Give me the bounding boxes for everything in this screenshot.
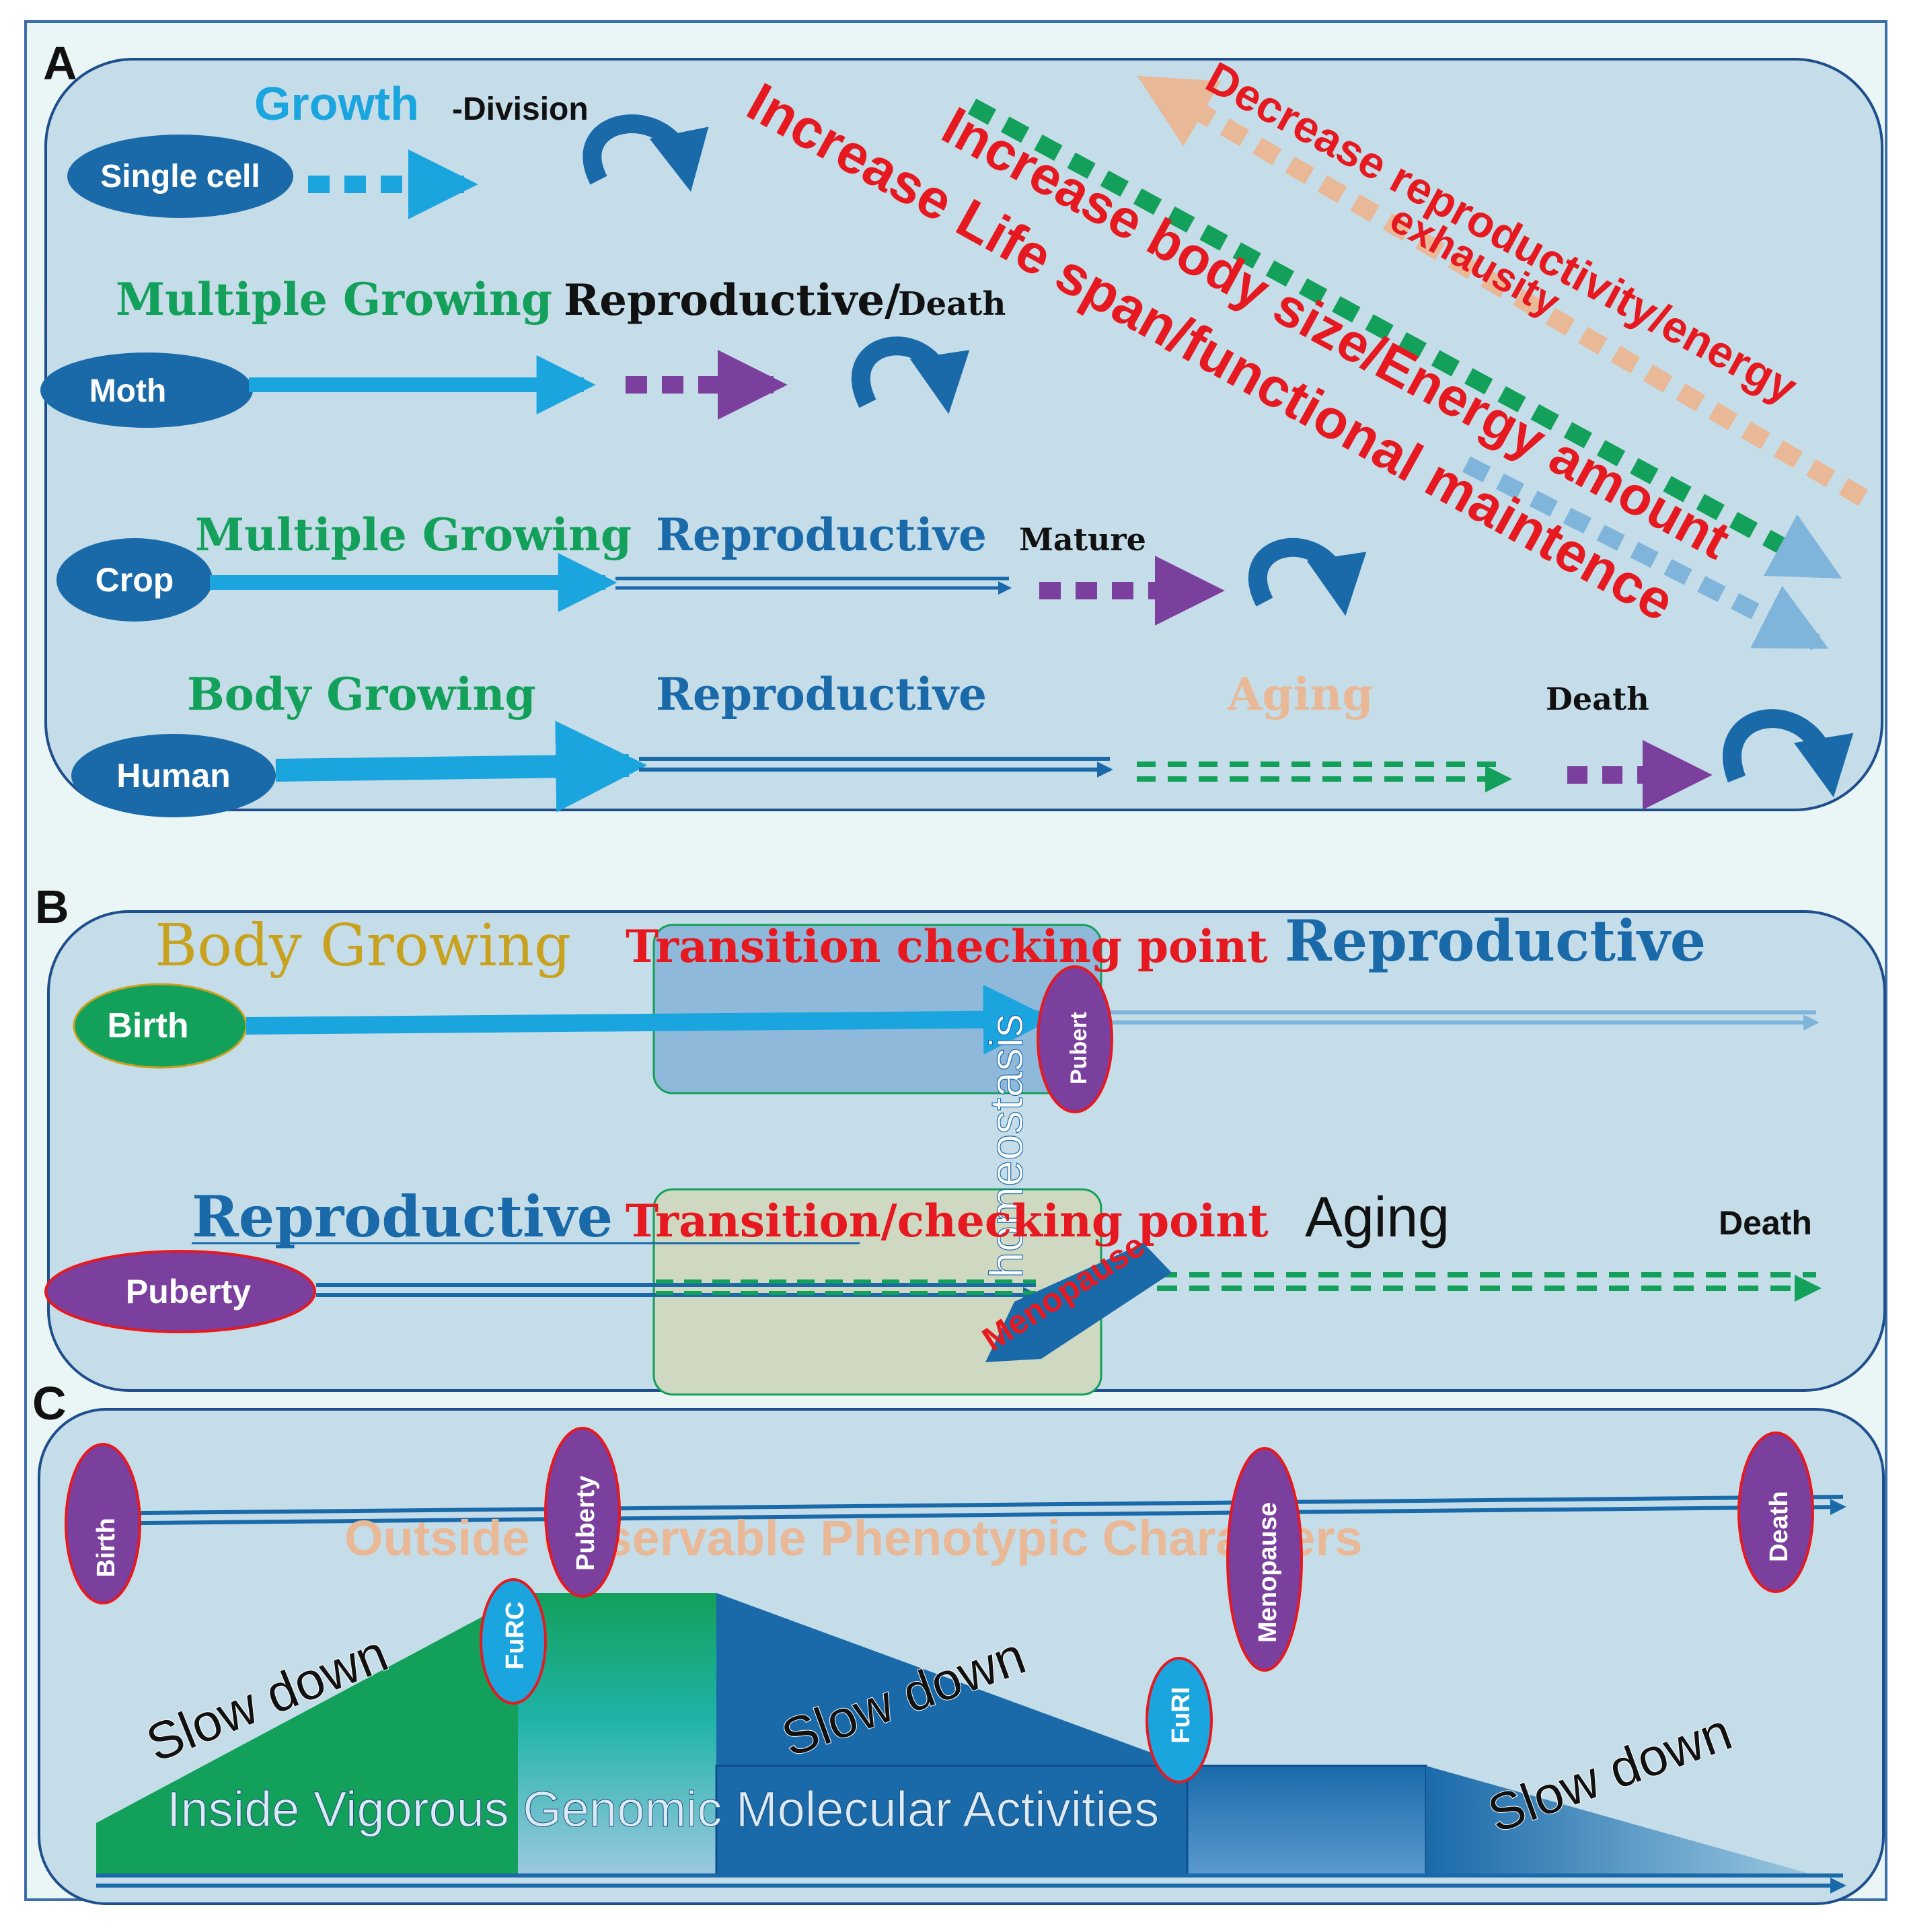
top-axis-arrow [73,1499,1846,1526]
moth-node [40,352,253,428]
human-growth-arrow [275,720,648,813]
furc-node [480,1578,547,1705]
single-cell-label: Single cell [100,159,260,194]
top-axis-line-top [73,1495,1844,1516]
puberty-c-label: Puberty [572,1476,600,1571]
panel-a: A Growth -Division Single cell Multiple … [40,37,1883,817]
pubert-label: Pubert [1066,1012,1092,1084]
menopause-arrow-shape [985,1243,1172,1362]
death-label: Death [1546,681,1649,717]
body-growing-b-label: Body Growing [155,912,571,979]
panel-a-label: A [43,37,77,89]
transition-label-2: Transition/checking point [626,1195,1269,1247]
crop-node [57,538,213,622]
crop-label: Crop [96,561,174,599]
menopause-c-label: Menopause [1254,1502,1282,1643]
single-cell-node [67,135,293,218]
aging-decline-shape [1426,1766,1816,1875]
growth-label: Growth [254,77,419,130]
puberty-node [44,1250,316,1333]
birth-label: Birth [107,1006,188,1045]
panel-b-label: B [35,881,69,933]
birth-c-node [65,1443,141,1604]
furc-label: FuRC [501,1602,529,1670]
mature-label: Mature [1019,521,1146,558]
aging-b-label: Aging [1305,1185,1450,1249]
crop-death-curl-icon [1248,537,1367,616]
human-label: Human [116,757,230,794]
multiple-growing-label-2: Multiple Growing [195,509,632,561]
division-label: -Division [452,91,589,127]
birth-c-label: Birth [92,1518,120,1577]
reproductive-b-label-2: Reproductive [192,1183,613,1250]
puberty-label: Puberty [126,1273,251,1310]
transition-label-1: Transition checking point [626,920,1268,973]
death-c-label: Death [1765,1491,1793,1562]
death-small-label: Death [898,285,1006,323]
reproductive-death-label: Reproductive/ [564,275,901,326]
menopause-c-node [1226,1447,1303,1672]
furi-label: FuRI [1167,1687,1195,1744]
birth-growth-arrow [246,984,1053,1055]
body-growing-label: Body Growing [187,668,535,720]
furi-node [1146,1657,1213,1783]
panel-b: B Body Growing Transition checking point… [35,881,1886,1396]
growth-phase-shape [96,1598,518,1875]
aging-label: Aging [1227,668,1374,720]
moth-label: Moth [89,373,167,409]
panel-c: C Outside observable Phenotypic Characte… [32,1377,1885,1905]
reproductive-crop-label: Reproductive [656,509,987,561]
division-curl-icon [583,114,709,192]
multiple-growing-label-1: Multiple Growing [116,273,552,326]
pubert-node [1037,965,1113,1113]
death-b-label: Death [1719,1204,1812,1242]
homeostasis-label: homeostasis [980,1014,1033,1278]
inside-genomic-label: Inside Vigorous Genomic Molecular Activi… [167,1781,1159,1837]
reproductive-b-label-1: Reproductive [1285,907,1706,974]
panel-c-label: C [32,1377,67,1429]
human-death-curl-icon [1723,709,1854,798]
outside-phenotypic-label: Outside observable Phenotypic Characters [344,1510,1362,1566]
decrease-trend-arrow [1137,75,1869,507]
body-size-trend-arrow [967,98,1842,580]
death-c-node [1737,1432,1814,1593]
reproductive-base-block [715,1764,1189,1877]
menopause-block [1186,1764,1427,1877]
lifespan-trend-arrow [1462,456,1829,651]
puberty-phase-shape [518,1593,716,1875]
human-node [71,734,276,817]
puberty-c-node [544,1427,621,1598]
moth-death-curl-icon [851,336,970,414]
reproductive-human-label: Reproductive [656,668,987,720]
